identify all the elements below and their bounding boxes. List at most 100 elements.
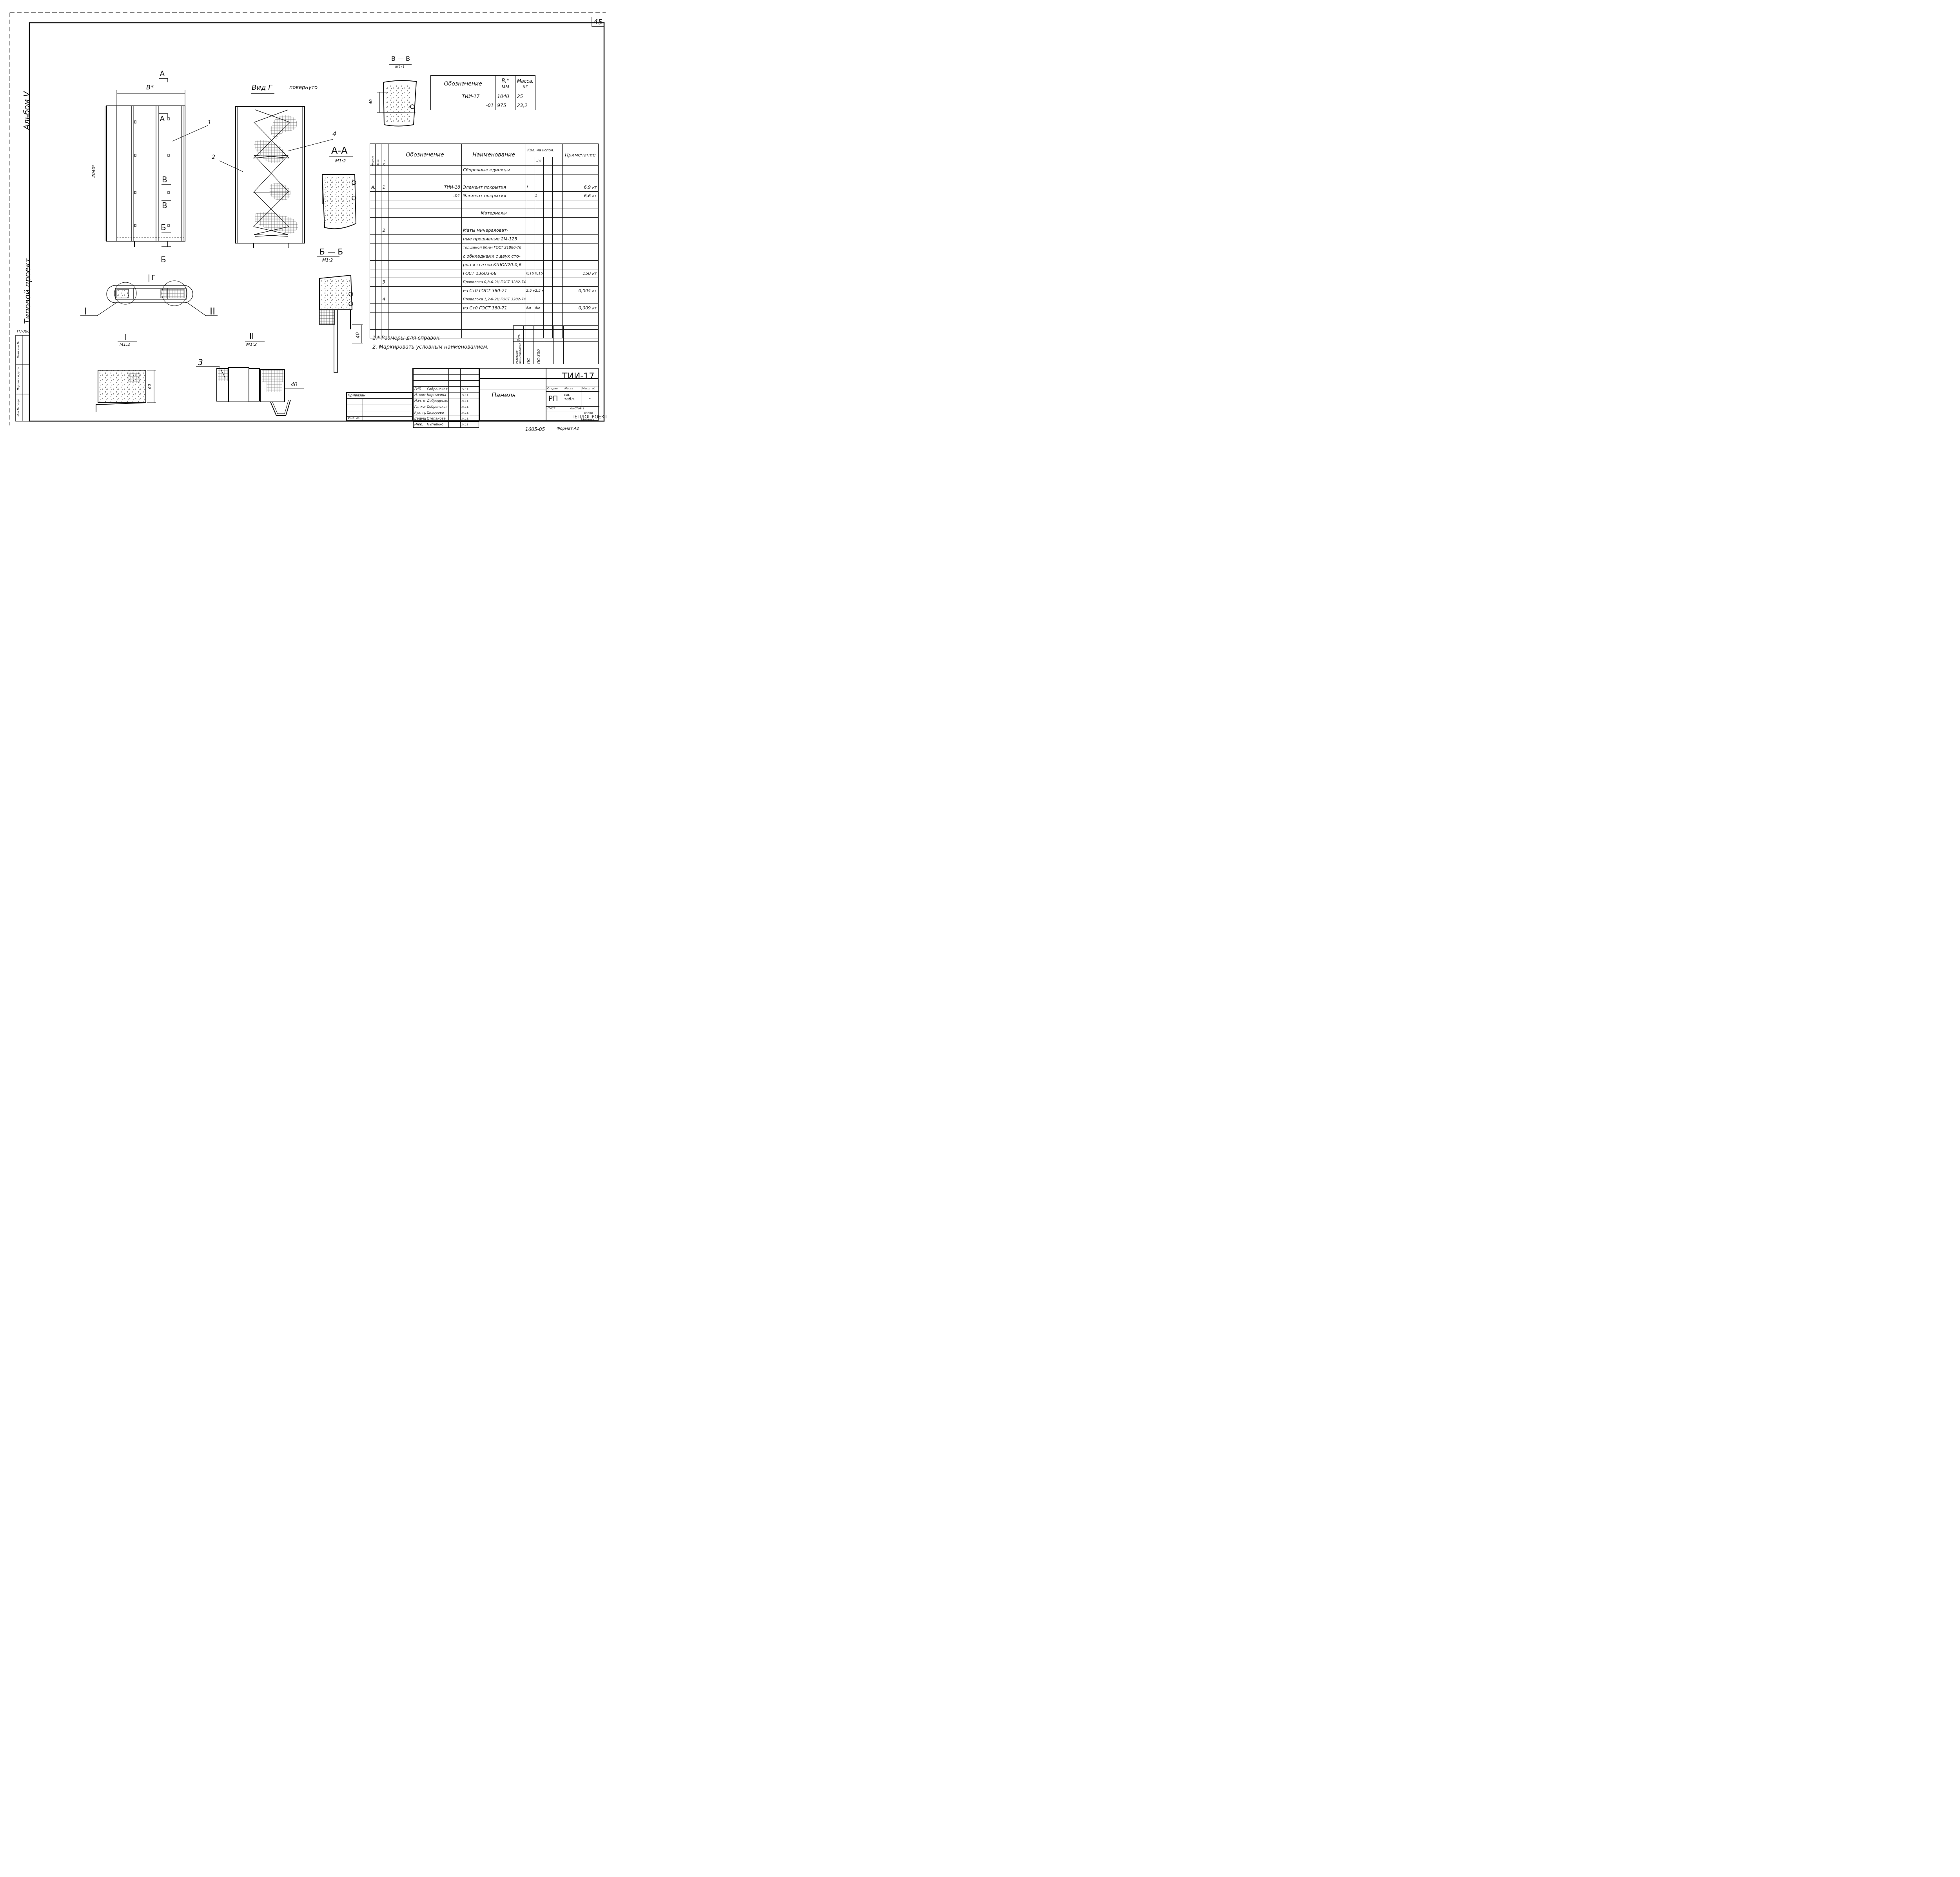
spec-cell-designation: [388, 269, 462, 278]
spec-cell-note: [562, 252, 599, 261]
spec-cell-zone: [375, 269, 381, 278]
spec-cell-q2: [534, 183, 544, 192]
spec-cell-note: [562, 295, 599, 304]
spec-cell-zone: [375, 183, 381, 192]
signer-date: 14.11.85: [460, 386, 469, 392]
sheet-number: 45: [593, 18, 603, 26]
spec-row: [369, 174, 599, 183]
mass-header-b: B,* мм: [495, 75, 515, 92]
spec-cell-q1: [526, 234, 535, 243]
spec-cell-designation: [388, 209, 462, 218]
spec-cell-zone: [375, 243, 381, 252]
callout-1: 1: [208, 120, 211, 126]
spec-cell-designation: [388, 234, 462, 243]
spec-cell-pos: [381, 312, 389, 321]
spec-cell-pos: 1: [381, 183, 389, 192]
spec-footer: Зам. Условное наименование ПС ПС-300: [513, 325, 599, 364]
spec-cell-pos: [381, 191, 389, 200]
spec-cell-q1: [526, 200, 535, 209]
spec-cell-name: Сборочные единицы: [461, 165, 526, 174]
spec-cell-zone: [375, 260, 381, 269]
spec-cell-q1: [526, 174, 535, 183]
spec-cell-note: [562, 165, 599, 174]
spec-cell-format: [369, 286, 376, 295]
section-aa-drawing: [321, 156, 357, 229]
spec-cell-name: [461, 200, 526, 209]
spec-cell-name: Элемент покрытия: [461, 183, 526, 192]
spec-cell-format: [369, 226, 376, 235]
inv-label: Инв. №: [348, 416, 360, 420]
spec-cell-designation: [388, 295, 462, 304]
spec-cell-format: А2: [369, 183, 376, 192]
spec-cell-note: [562, 200, 599, 209]
section-b-bottom: Б: [161, 255, 166, 264]
spec-cell-format: [369, 312, 376, 321]
revision-row: [413, 380, 479, 387]
spec-cell-name: Маты минераловат-: [461, 226, 526, 235]
spec-cell-q2: [534, 200, 544, 209]
revision-row: [413, 374, 479, 381]
spec-cell-name: Проволока 1,2-0-2Ц ГОСТ 3282-74: [461, 295, 526, 304]
section-vv-dim: 40: [368, 99, 373, 104]
section-vv-scale: М1:1: [395, 65, 405, 69]
spec-cell-format: [369, 295, 376, 304]
spec-cell-format: [369, 321, 376, 330]
callout-2: 2: [212, 154, 215, 160]
tb-sheet-label: Лист: [547, 407, 555, 410]
spec-cell-designation: [388, 174, 462, 183]
spec-cell-pos: [381, 260, 389, 269]
spec-cell-name: [461, 174, 526, 183]
section-bb-title: Б — Б: [319, 247, 343, 256]
spec-cell-note: [562, 217, 599, 226]
signer-role: Рук. гр.: [413, 410, 426, 416]
spec-cell-note: [562, 174, 599, 183]
mass-header-mass: Масса, кг: [515, 75, 536, 92]
spec-cell-note: [562, 312, 599, 321]
panel-plan-view: [105, 78, 208, 247]
section-b-top: Б: [161, 223, 166, 232]
spec-cell-format: [369, 174, 376, 183]
spec-cell-pos: [381, 165, 389, 174]
spec-row: с обкладками с двух сто-: [369, 252, 599, 261]
footer-format: Формат А2: [557, 427, 579, 431]
spec-cell-designation: -01: [388, 191, 462, 200]
signer-role: Инж.: [413, 422, 426, 428]
spec-cell-q1: [526, 209, 535, 218]
view-g-note: повернуто: [289, 85, 318, 91]
note-1: 1.* Размеры для справок.: [372, 335, 441, 341]
spec-cell-q2: 8м: [534, 303, 544, 313]
spec-cell-note: 6,9 кг: [562, 183, 599, 192]
spec-cell-q1: [526, 226, 535, 235]
spec-cell-name: Материалы: [461, 209, 526, 218]
callout-4: 4: [332, 130, 337, 138]
tb-mass-label: Масса: [564, 387, 573, 390]
spec-cell-q2: [534, 226, 544, 235]
spec-cell-designation: ТИИ-18: [388, 183, 462, 192]
spec-cell-note: [562, 226, 599, 235]
spec-cell-designation: [388, 286, 462, 295]
spec-row: Материалы: [369, 209, 599, 218]
spec-cell-pos: [381, 200, 389, 209]
section-vv-title: В — В: [391, 55, 410, 62]
footer-code: 1605-05: [525, 427, 545, 432]
spec-cell-q2: [534, 209, 544, 218]
dim-b-label: B*: [146, 84, 154, 91]
col-designation: Обозначение: [388, 144, 462, 166]
signer-role: Н. контр.: [413, 392, 426, 398]
section-a-bottom: А: [160, 115, 165, 123]
detail-2-callout: II: [210, 306, 216, 317]
spec-cell-designation: [388, 303, 462, 313]
spec-cell-note: 0,004 кг: [562, 286, 599, 295]
detail-2-title: II: [249, 332, 254, 341]
tb-scale: -: [589, 395, 591, 402]
spec-cell-q2: [534, 243, 544, 252]
detail-1-dim: 60: [147, 384, 152, 389]
